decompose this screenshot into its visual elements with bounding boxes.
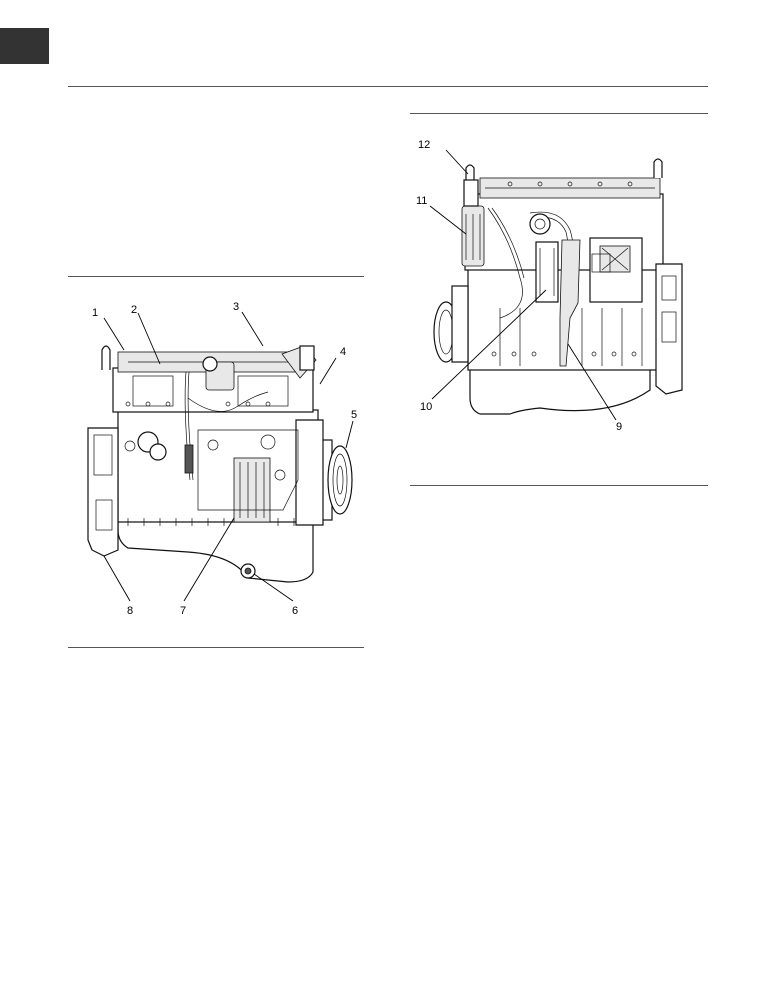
- section-tab-marker: [0, 28, 49, 64]
- callout-9: 9: [616, 421, 622, 433]
- header-rule: [68, 86, 708, 87]
- left-figure-top-rule: [68, 276, 364, 277]
- callout-8: 8: [127, 605, 133, 617]
- engine-left-side-illustration: 1 2 3 4 5 6 7 8: [87, 301, 357, 617]
- left-figure-bottom-rule: [68, 647, 364, 648]
- callout-12: 12: [418, 139, 430, 151]
- right-figure-top-rule: [410, 113, 708, 114]
- callout-2: 2: [131, 304, 137, 316]
- callout-4: 4: [340, 346, 346, 358]
- callout-6: 6: [292, 605, 298, 617]
- callout-5: 5: [351, 409, 357, 421]
- callout-3: 3: [233, 301, 239, 313]
- callout-7: 7: [180, 605, 186, 617]
- engine-right-side-illustration: 12 11 10 9: [416, 139, 683, 433]
- callout-1: 1: [92, 307, 98, 319]
- callout-11: 11: [416, 195, 427, 207]
- right-figure-bottom-rule: [410, 485, 708, 486]
- callout-10: 10: [420, 401, 432, 413]
